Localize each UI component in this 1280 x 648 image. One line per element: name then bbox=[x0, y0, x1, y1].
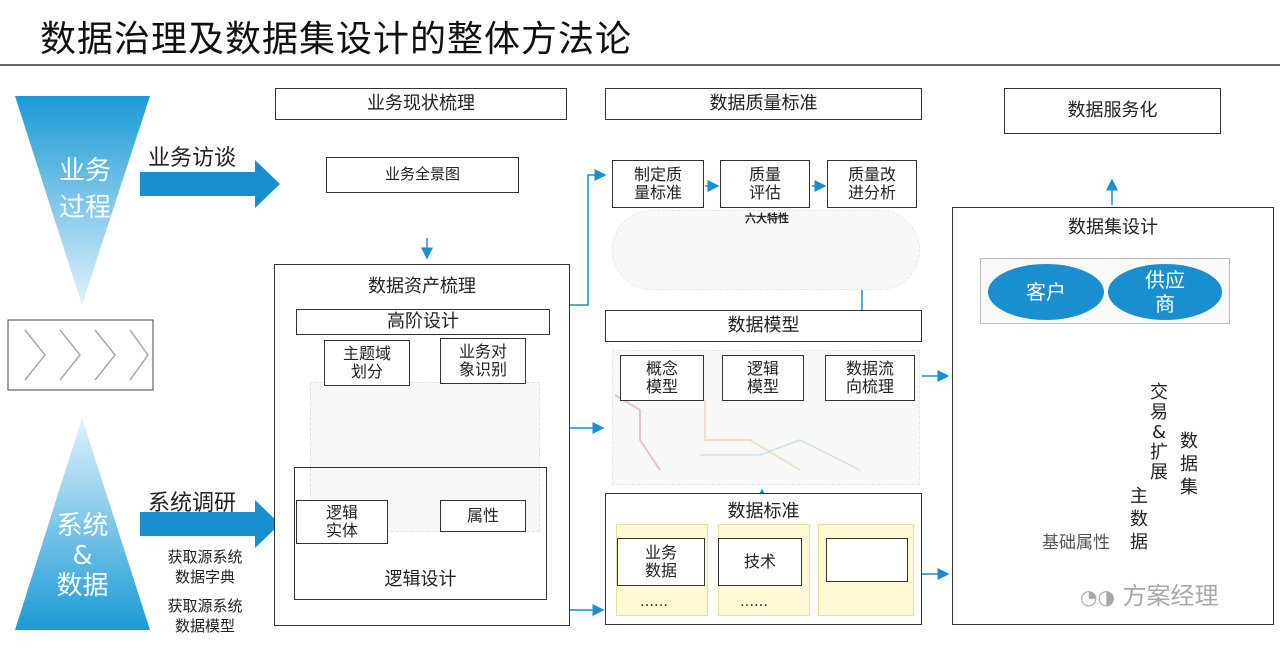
dataset-design-title: 数据集设计 bbox=[1068, 217, 1158, 238]
get-model-label: 获取源系统 数据模型 bbox=[167, 597, 243, 635]
concept-model-box: 概念 模型 bbox=[620, 355, 704, 401]
topic-domain-box: 主题域 划分 bbox=[324, 340, 410, 386]
system-data-label: 系统 & 数据 bbox=[56, 511, 109, 601]
panorama-box: 业务全景图 bbox=[326, 157, 519, 193]
logic-entity-box: 逻辑 实体 bbox=[296, 500, 388, 544]
business-interview-label: 业务访谈 bbox=[148, 146, 237, 171]
side-label-trade-ext: 交 易 & 扩 展 bbox=[1150, 382, 1168, 483]
title-divider bbox=[0, 64, 1280, 66]
business-process-label: 业务 过程 bbox=[58, 156, 111, 223]
wechat-icon: ◔◑ bbox=[1080, 585, 1115, 609]
data-asset-title: 数据资产梳理 bbox=[368, 276, 476, 297]
system-data-triangle bbox=[15, 418, 150, 630]
quality-improve-box: 质量改 进分析 bbox=[827, 160, 917, 208]
business-data-box: 业务 数据 bbox=[617, 538, 705, 586]
get-dict-label: 获取源系统 数据字典 bbox=[167, 548, 243, 586]
funnel-label-4: 基础属性 bbox=[1042, 533, 1110, 553]
high-design-box: 高阶设计 bbox=[296, 309, 550, 335]
data-service-box: 数据服务化 bbox=[1004, 88, 1221, 134]
system-research-label: 系统调研 bbox=[148, 491, 237, 516]
data-flow-box: 数据流 向梳理 bbox=[825, 355, 915, 401]
logic-design-label: 逻辑设计 bbox=[384, 569, 457, 591]
quality-define-box: 制定质 量标准 bbox=[612, 160, 704, 208]
customer-oval: 客户 bbox=[988, 264, 1104, 320]
quality-assess-box: 质量 评估 bbox=[720, 160, 810, 208]
interview-arrow bbox=[140, 160, 280, 208]
attribute-box: 属性 bbox=[440, 500, 526, 532]
funnel-label-3: 扩展属性 bbox=[1042, 490, 1110, 510]
business-process-triangle bbox=[15, 96, 150, 305]
empty-standard-box bbox=[826, 538, 908, 582]
business-status-header: 业务现状梳理 bbox=[275, 88, 567, 120]
watermark: ◔◑ 方案经理 bbox=[1080, 576, 1219, 611]
supplier-oval: 供应 商 bbox=[1108, 264, 1222, 320]
side-label-dataset: 数 据 集 bbox=[1180, 431, 1198, 498]
research-arrow bbox=[140, 500, 280, 548]
logic-design-box: 逻辑设计 bbox=[294, 467, 547, 600]
data-model-header: 数据模型 bbox=[605, 310, 922, 342]
dots-2: …… bbox=[740, 594, 768, 610]
quality-standard-header: 数据质量标准 bbox=[605, 88, 922, 120]
dots-1: …… bbox=[640, 594, 668, 610]
page-title: 数据治理及数据集设计的整体方法论 bbox=[40, 19, 633, 60]
side-label-master: 主 数 据 bbox=[1130, 486, 1148, 553]
funnel-label-1: 附加属性 bbox=[1042, 389, 1110, 409]
data-standard-title: 数据标准 bbox=[727, 501, 800, 522]
funnel-label-2: 交易属性 bbox=[1042, 439, 1110, 459]
watermark-text: 方案经理 bbox=[1122, 582, 1219, 610]
technical-box: 技术 bbox=[718, 538, 802, 586]
logic-model-box: 逻辑 模型 bbox=[722, 355, 804, 401]
six-traits-background bbox=[612, 210, 920, 290]
six-traits-label: 六大特性 bbox=[745, 212, 789, 225]
object-identify-box: 业务对 象识别 bbox=[440, 338, 526, 384]
